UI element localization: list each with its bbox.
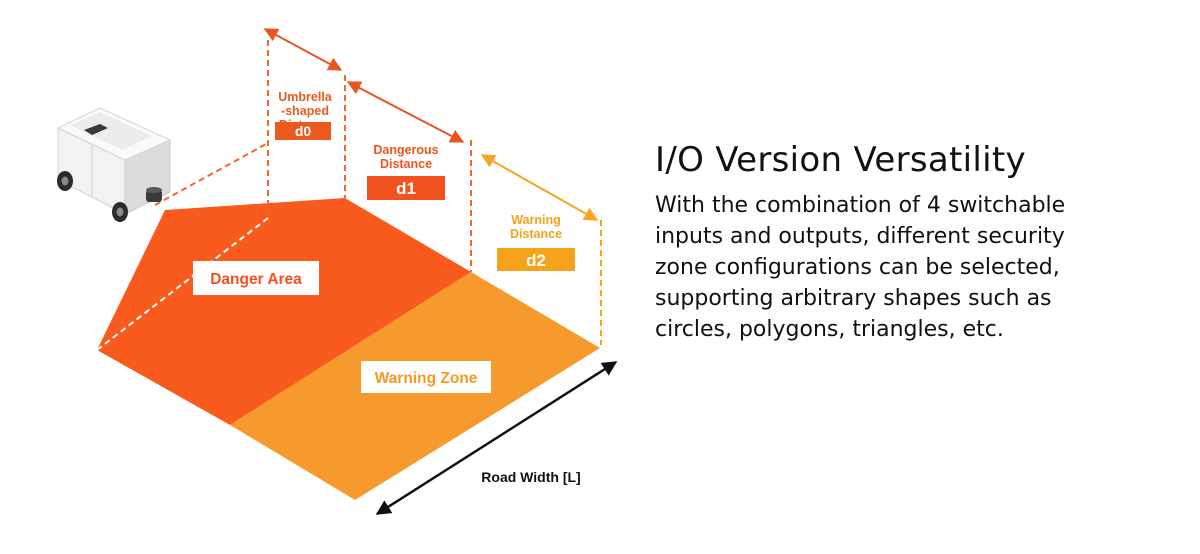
d0-arrow	[263, 28, 343, 71]
info-line: With the combination of 4 switchable	[655, 193, 1066, 218]
info-line: circles, polygons, triangles, etc.	[655, 317, 1004, 342]
d1-arrow	[346, 81, 465, 143]
d0-badge-text: d0	[295, 123, 312, 139]
umbrella-distance-label: Umbrella -shaped Distance d0	[275, 90, 333, 140]
umbrella-label-line-1: Umbrella	[278, 90, 333, 104]
info-title: I/O Version Versatility	[655, 140, 1026, 180]
danger-area-label: Danger Area	[193, 261, 319, 295]
info-panel: I/O Version Versatility With the combina…	[655, 140, 1175, 345]
warning-label-line-1: Warning	[511, 213, 561, 227]
d2-badge	[497, 248, 575, 271]
d0-badge	[275, 122, 331, 140]
warning-distance-label: Warning Distance d2	[497, 213, 575, 271]
dangerous-label-line-1: Dangerous	[373, 143, 438, 157]
d1-badge	[367, 176, 445, 200]
agv-robot-icon	[56, 107, 172, 222]
dangerous-distance-label: Dangerous Distance d1	[367, 143, 445, 200]
info-description: With the combination of 4 switchable inp…	[655, 190, 1175, 345]
svg-text:Danger Area: Danger Area	[210, 271, 302, 288]
warning-zone-label: Warning Zone	[361, 361, 491, 393]
umbrella-label-line-2: -shaped	[281, 104, 329, 118]
info-line: inputs and outputs, different security	[655, 224, 1065, 249]
danger-area-zone	[97, 198, 471, 425]
dangerous-label-line-2: Distance	[380, 157, 432, 171]
d2-arrow	[480, 154, 599, 221]
safety-zone-diagram: Umbrella -shaped Distance d0 Dangerous D…	[56, 28, 618, 516]
svg-text:Warning Zone: Warning Zone	[375, 370, 478, 387]
warning-label-line-2: Distance	[510, 227, 562, 241]
road-width-label: Road Width [L]	[481, 469, 580, 485]
d1-badge-text: d1	[396, 179, 416, 198]
info-line: zone configurations can be selected,	[655, 255, 1060, 280]
road-width-arrow	[375, 360, 618, 516]
d2-badge-text: d2	[526, 251, 546, 270]
distance-guides	[96, 40, 602, 351]
info-line: supporting arbitrary shapes such as	[655, 286, 1052, 311]
